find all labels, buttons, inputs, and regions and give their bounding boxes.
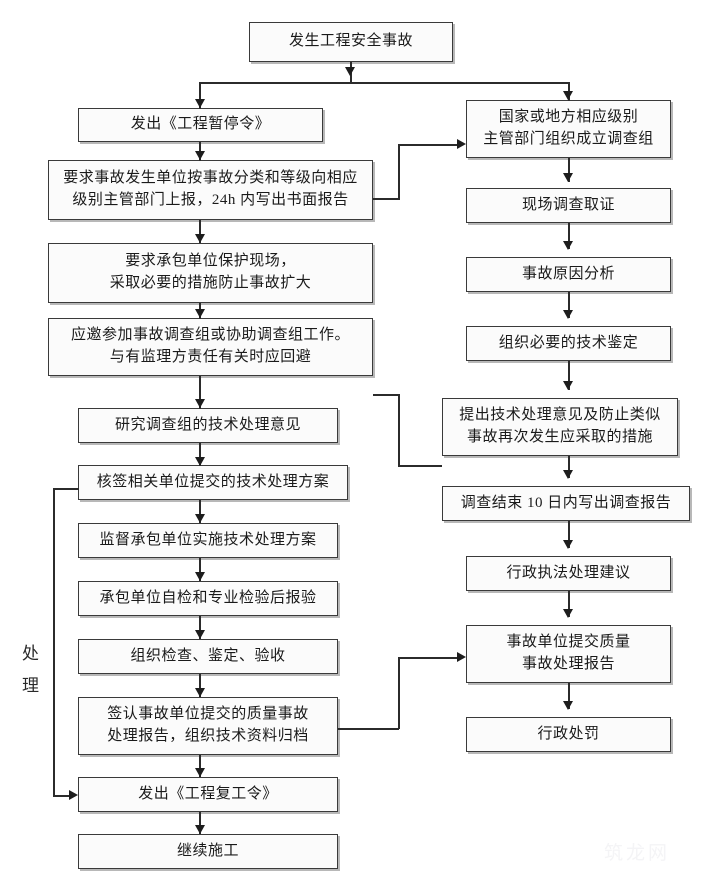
node-organize-acceptance[interactable]: 组织检查、鉴定、验收 bbox=[78, 639, 338, 674]
connector-r8-r9 bbox=[568, 683, 570, 709]
arrow-l4-l5 bbox=[195, 399, 205, 408]
node-report-to-authority[interactable]: 要求事故发生单位按事故分类和等级向相应 级别主管部门上报，24h 内写出书面报告 bbox=[48, 160, 373, 220]
node-countersign-plan[interactable]: 核签相关单位提交的技术处理方案 bbox=[78, 465, 348, 500]
side-label-char-2: 理 bbox=[22, 676, 40, 696]
side-label-char-1: 处 bbox=[22, 644, 40, 663]
connector-feedback-down bbox=[53, 488, 55, 796]
node-issue-resumption-order[interactable]: 发出《工程复工令》 bbox=[78, 777, 338, 812]
arrow-l1-l2 bbox=[195, 151, 205, 160]
arrow-feedback-l11 bbox=[69, 790, 78, 800]
arrow-fork-left bbox=[195, 99, 205, 108]
node-technical-appraisal[interactable]: 组织必要的技术鉴定 bbox=[466, 326, 671, 361]
arrow-l10-r8 bbox=[457, 652, 466, 662]
arrow-l11-l12 bbox=[195, 825, 205, 834]
connector-r5-r6 bbox=[568, 456, 570, 478]
arrow-r7-r8 bbox=[563, 609, 573, 618]
arrow-l10-l11 bbox=[195, 768, 205, 777]
connector-l6-l7 bbox=[199, 500, 201, 523]
arrow-l2-r1 bbox=[457, 139, 466, 149]
node-self-inspection[interactable]: 承包单位自检和专业检验后报验 bbox=[78, 581, 338, 616]
connector-l2-out bbox=[373, 198, 400, 200]
connector-feedback-out bbox=[53, 488, 79, 490]
connector-r2-r3 bbox=[568, 223, 570, 249]
connector-r6-r7 bbox=[568, 521, 570, 548]
connector-r4-r5 bbox=[568, 361, 570, 390]
arrow-l9-l10 bbox=[195, 688, 205, 697]
node-supervise-implementation[interactable]: 监督承包单位实施技术处理方案 bbox=[78, 523, 338, 558]
connector-l10-up bbox=[398, 657, 400, 729]
connector-l8-l9 bbox=[199, 616, 201, 639]
watermark: 筑龙网 bbox=[604, 843, 671, 864]
connector-r7-r8 bbox=[568, 591, 570, 617]
arrow-r8-r9 bbox=[563, 701, 573, 710]
arrow-l8-l9 bbox=[195, 630, 205, 639]
side-label-handling: 处 理 bbox=[20, 638, 42, 703]
node-study-technical-opinion[interactable]: 研究调查组的技术处理意见 bbox=[78, 408, 338, 443]
arrow-r4-r5 bbox=[563, 381, 573, 390]
node-enforcement-recommendation[interactable]: 行政执法处理建议 bbox=[466, 556, 671, 591]
node-administrative-penalty[interactable]: 行政处罚 bbox=[466, 717, 671, 752]
connector-l4-out bbox=[373, 394, 400, 396]
connector-l11-l12 bbox=[199, 812, 201, 834]
arrow-r1-r2 bbox=[563, 173, 573, 182]
node-start[interactable]: 发生工程安全事故 bbox=[249, 22, 453, 62]
node-site-investigation[interactable]: 现场调查取证 bbox=[466, 188, 671, 223]
node-submit-quality-report[interactable]: 事故单位提交质量 事故处理报告 bbox=[466, 625, 671, 683]
arrow-l2-l3 bbox=[195, 234, 205, 243]
arrow-l7-l8 bbox=[195, 572, 205, 581]
node-investigation-report[interactable]: 调查结束 10 日内写出调查报告 bbox=[442, 486, 690, 521]
connector-l10-l11 bbox=[199, 755, 201, 777]
connector-r3-r4 bbox=[568, 292, 570, 318]
arrow-l5-l6 bbox=[195, 457, 205, 466]
arrow-fork-right bbox=[563, 91, 573, 100]
node-protect-site[interactable]: 要求承包单位保护现场， 采取必要的措施防止事故扩大 bbox=[48, 243, 373, 303]
arrow-l6-l7 bbox=[195, 514, 205, 523]
node-issue-suspension-order[interactable]: 发出《工程暂停令》 bbox=[78, 108, 323, 142]
node-join-investigation-team[interactable]: 应邀参加事故调查组或协助调查组工作。 与有监理方责任有关时应回避 bbox=[48, 318, 373, 376]
connector-fork-bus bbox=[199, 82, 569, 84]
connector-l2-l3 bbox=[199, 220, 201, 243]
arrow-l3-l4 bbox=[195, 309, 205, 318]
connector-l4-l5 bbox=[199, 376, 201, 409]
connector-l7-l8 bbox=[199, 558, 201, 581]
arrow-start-down bbox=[345, 67, 355, 76]
connector-into-r6 bbox=[398, 465, 442, 467]
connector-l4-down-bus bbox=[398, 394, 400, 466]
connector-feedback-into-l11 bbox=[53, 795, 71, 797]
connector-l10-into-r8 bbox=[398, 657, 458, 659]
node-cause-analysis[interactable]: 事故原因分析 bbox=[466, 257, 671, 292]
node-preventive-measures[interactable]: 提出技术处理意见及防止类似 事故再次发生应采取的措施 bbox=[442, 398, 678, 456]
connector-fork-left-leg bbox=[199, 82, 201, 109]
arrow-r3-r4 bbox=[563, 310, 573, 319]
arrow-r6-r7 bbox=[563, 540, 573, 549]
node-continue-construction[interactable]: 继续施工 bbox=[78, 834, 338, 869]
connector-l2-up bbox=[398, 144, 400, 199]
arrow-r2-r3 bbox=[563, 241, 573, 250]
connector-l10-out bbox=[338, 728, 399, 730]
connector-r1-r2 bbox=[568, 158, 570, 182]
connector-l9-l10 bbox=[199, 674, 201, 697]
connector-l2-into-r1 bbox=[398, 144, 458, 146]
arrow-r5-r6 bbox=[563, 470, 573, 479]
connector-l5-l6 bbox=[199, 443, 201, 466]
node-establish-investigation-team[interactable]: 国家或地方相应级别 主管部门组织成立调查组 bbox=[466, 100, 671, 158]
node-sign-handling-report[interactable]: 签认事故单位提交的质量事故 处理报告，组织技术资料归档 bbox=[78, 697, 338, 755]
